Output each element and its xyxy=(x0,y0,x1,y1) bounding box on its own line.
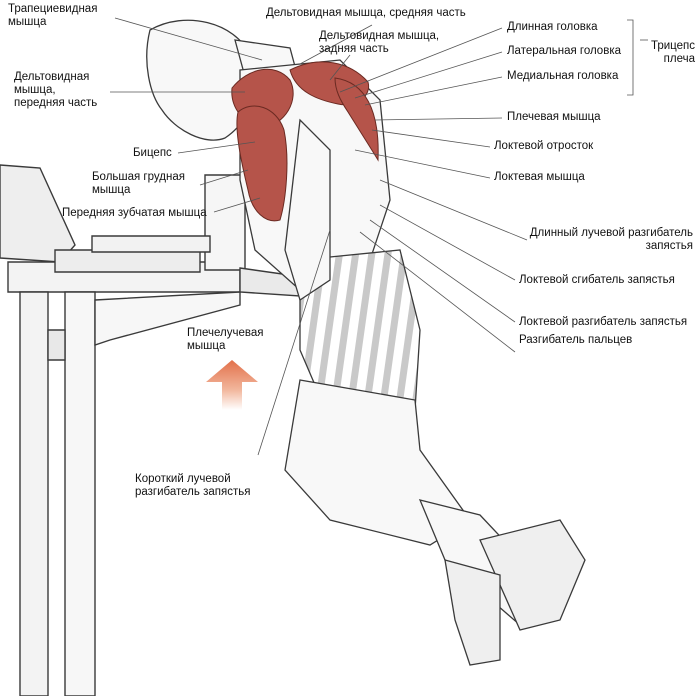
label-ext-carpi-radialis-longus: Длинный лучевой разгибатель запястья xyxy=(529,227,693,252)
label-triceps: Трицепс плеча xyxy=(650,40,695,65)
upward-arrow xyxy=(206,360,258,410)
label-olecranon: Локтевой отросток xyxy=(494,140,594,152)
label-deltoid-middle: Дельтовидная мышца, средняя часть xyxy=(266,7,466,19)
label-anconeus: Локтевая мышца xyxy=(494,171,585,183)
label-pectoralis-major: Большая грудная мышца xyxy=(92,171,185,196)
label-deltoid-anterior: Дельтовидная мышца, передняя часть xyxy=(14,71,98,109)
label-biceps: Бицепс xyxy=(133,147,172,159)
label-extensor-carpi-ulnaris: Локтевой разгибатель запястья xyxy=(519,316,688,328)
biceps-muscle xyxy=(236,105,288,222)
label-trapezius: Трапециевидная мышца xyxy=(8,3,98,28)
label-ext-carpi-radialis-brevis: Короткий лучевой разгибатель запястья xyxy=(135,473,251,498)
highlighted-muscles xyxy=(231,61,379,222)
label-brachialis: Плечевая мышца xyxy=(507,111,601,123)
label-serratus-anterior: Передняя зубчатая мышца xyxy=(62,207,207,219)
parallel-bars xyxy=(0,164,361,696)
label-flexor-carpi-ulnaris: Локтевой сгибатель запястья xyxy=(519,274,675,286)
label-medial-head: Медиальная головка xyxy=(507,70,619,82)
label-lateral-head: Латеральная головка xyxy=(507,45,621,57)
label-extensor-digitorum: Разгибатель пальцев xyxy=(519,334,633,346)
label-deltoid-posterior: Дельтовидная мышца, задняя часть xyxy=(319,30,440,55)
leader-lines xyxy=(110,17,648,456)
label-brachioradialis: Плечелучевая мышца xyxy=(187,327,264,352)
triceps-bracket xyxy=(627,19,634,96)
label-long-head: Длинная головка xyxy=(507,21,598,33)
